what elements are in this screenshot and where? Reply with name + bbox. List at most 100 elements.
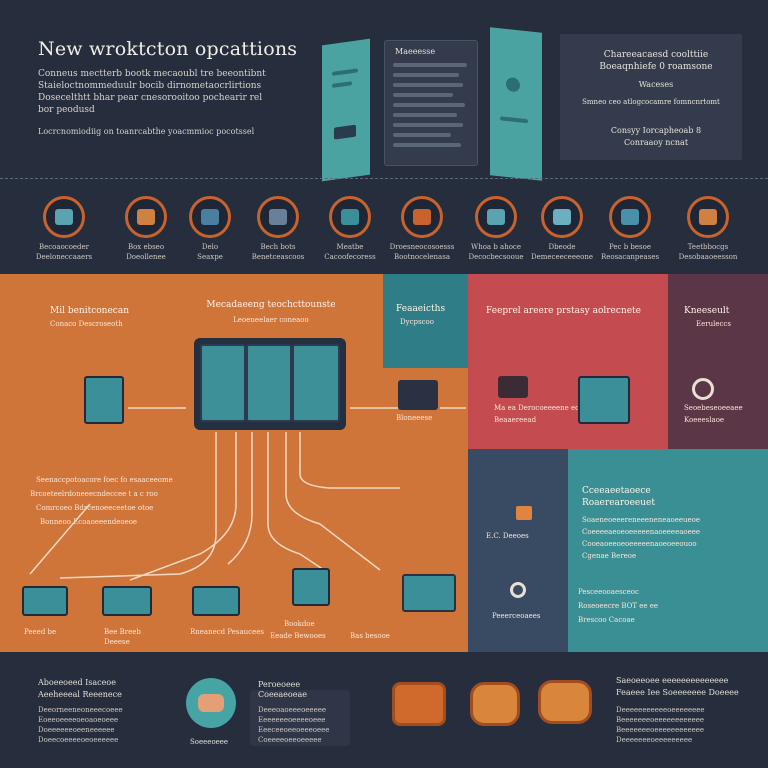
tablet-panel-1 [200, 344, 246, 422]
node-label-6: Eeade Bewooes [270, 632, 326, 640]
teal-bottom-line-4: Cgenae Bereoe [582, 552, 637, 560]
right-info-panel [490, 27, 542, 181]
page-title: New wroktcton opcattions [38, 38, 298, 60]
intro-line-1: Conneus mectterb bootk mecaoubl tre beeo… [38, 69, 266, 79]
flow-line-2: Brcoeteelrdoneeecndeccee t a c roo [30, 490, 158, 498]
tablet-panel-3 [292, 344, 340, 422]
icon-label: Decocbecsooue [468, 253, 524, 261]
icon-label: Droesneocosoesss [389, 243, 455, 251]
flow-line-3: Comrcoeo Bdrcenoeeceetoe otoe [36, 504, 154, 512]
connector [29, 503, 91, 575]
plum-subheading: Eeruleccs [696, 320, 731, 328]
bottom-mid-line-2: Eeeeeeeoeeeeoeee [258, 716, 326, 724]
teal-bottom-line-3: Cooeaoeeoeoeeeeenaoeoeeouoo [582, 540, 697, 548]
icon-glyph [553, 209, 571, 225]
plum-note-2: Koeeeslaoe [684, 416, 725, 424]
workflow-monitor-icon [43, 196, 85, 238]
bottom-left-line-2: Eoeeoeeeeoeoaoeoeee [38, 716, 119, 724]
teal-heading: Feaaeicths [396, 304, 446, 314]
process-node-2 [102, 586, 152, 616]
shop-icon [498, 376, 528, 398]
icon-label: Dbeode [548, 243, 576, 251]
bottom-left-line-1: Deeorneeneoneeecoeee [38, 706, 123, 714]
icon-glyph [413, 209, 431, 225]
server-icon [257, 196, 299, 238]
teal-feature-block [383, 274, 468, 368]
storage-drive-icon [189, 196, 231, 238]
tablet-panel-2 [246, 344, 292, 422]
connector [267, 432, 331, 575]
document-icon [84, 376, 124, 424]
barrel-icon-2 [538, 680, 592, 724]
icon-label: Pec b besoe [609, 243, 651, 251]
bottom-right-line-4: Deeeeeeeoeeeeeeeee [616, 736, 693, 744]
bottom-left-title-2: Aeeheeeal Reeenece [38, 690, 122, 699]
panel-line [332, 68, 358, 76]
tablet-device [194, 338, 346, 430]
teal-bottom-footer-2: Roseoeecre BOT ee ee [578, 602, 659, 610]
panel-line [332, 81, 352, 88]
teal-detail-block [568, 449, 768, 652]
icon-label: Meatbe [336, 243, 364, 251]
summary-body: Smneo ceo atlogcocamre fomncnrtomt [582, 98, 720, 106]
icon-glyph [137, 209, 155, 225]
connector [59, 432, 217, 579]
bottom-right-title-2: Feaeee Iee Soeeeeeee Doeeee [616, 688, 739, 697]
icon-glyph [55, 209, 73, 225]
plum-heading: Kneeseult [684, 306, 730, 316]
file-badge-icon [125, 196, 167, 238]
sensor-icon [609, 196, 651, 238]
plum-result-block [668, 274, 768, 449]
summary-subhead: Waceses [638, 80, 674, 89]
node-label-4: Rneanecd Pesaucees [190, 628, 264, 636]
central-card: Maeeesse [384, 40, 478, 166]
connector [129, 432, 237, 581]
red-heading: Feeprel areere prstasy aolrecnete [486, 306, 641, 316]
bottom-mid-title-2: Coeeaeoeae [258, 690, 307, 699]
process-node-3 [192, 586, 240, 616]
icon-label: Seaxpe [197, 253, 223, 261]
icon-label: Box ebseo [127, 243, 165, 251]
warehouse-icon [398, 380, 438, 410]
cycle-icon [510, 582, 526, 598]
server-stack-icon [402, 574, 456, 612]
flow-connectors [29, 407, 466, 581]
bottom-mid-line-4: Coeeeeoeeoeeeee [258, 736, 322, 744]
icon-glyph [699, 209, 717, 225]
bottom-right-line-1: Deeeeeeeeeeeoeeeeeeee [616, 706, 705, 714]
icon-glyph [341, 209, 359, 225]
center-subheading: Leoeneelaer coneaoo [233, 316, 309, 324]
summary-footer-2: Conraaoy ncnat [623, 138, 689, 147]
cloud-sync-icon [541, 196, 583, 238]
panel-dot [506, 76, 520, 93]
icon-label: Desobaaoeesson [678, 253, 738, 261]
card-line [393, 63, 467, 67]
summary-footer-1: Consyy Iorcapheoab 8 [610, 126, 702, 135]
icon-label: Delo [201, 243, 219, 251]
hand-shape [198, 694, 224, 712]
slate-note: Peeerceoaees [492, 612, 541, 620]
node-label-5: Bookdoe [284, 620, 315, 628]
teal-bottom-footer-3: Brescoo Cacoae [578, 616, 635, 624]
intro-tagline: Locrcnomiodiig on toanrcabthe yoacmmioc … [38, 127, 255, 136]
summary-card: Chareeacaesd coolttiie Boeaqnhiefe 0 roa… [560, 34, 742, 160]
intro-line-2: Staieloctnommeduulr bocib dirnometaocrli… [38, 81, 262, 91]
panel-line [500, 116, 528, 124]
bottom-mid-line-3: Eeeceeoeeoeeeoeee [258, 726, 330, 734]
barrel-icon [470, 682, 520, 726]
intro-line-4: bor peodusd [38, 105, 95, 115]
central-card-title: Maeeesse [395, 47, 436, 56]
warehouse-label: Bloneeese [396, 414, 433, 422]
left-info-panel [322, 38, 370, 182]
bottom-left-line-4: Doeecoeeeeoeoeeeeee [38, 736, 119, 744]
icon-label: Whoa b ahoce [471, 243, 521, 251]
red-feature-block [468, 274, 668, 449]
icon-glyph [621, 209, 639, 225]
center-heading: Mecadaeeng teochcttounste [206, 300, 336, 310]
card-line [393, 113, 457, 117]
icon-label: Bootnocelenasa [394, 253, 450, 261]
connector [227, 432, 253, 565]
bottom-right-line-3: Beeeeeeeoeeeeeeeeeeee [616, 726, 705, 734]
icon-label: Benetceascoos [251, 253, 305, 261]
icon-label: Doeollenee [126, 253, 166, 261]
